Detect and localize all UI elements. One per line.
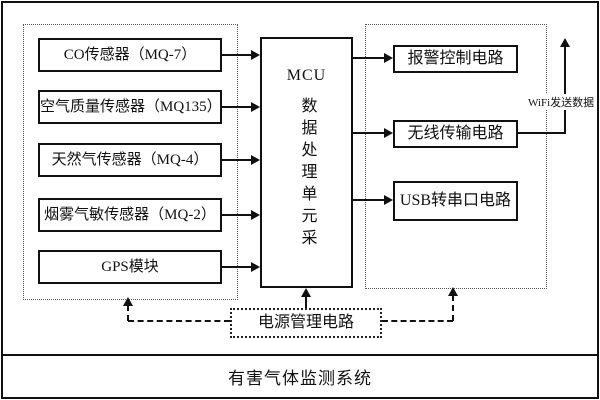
arrow-co-to-mcu — [222, 54, 252, 56]
sensor-box-air-quality-label: 空气质量传感器（MQ135） — [40, 99, 222, 115]
alarm-circuit-box: 报警控制电路 — [393, 45, 518, 73]
wifi-line-horizontal — [518, 132, 565, 134]
wifi-line-vertical — [564, 47, 566, 134]
wifi-arrowhead — [560, 38, 570, 47]
arrow-gps-to-mcu — [222, 266, 252, 268]
mcu-title: MCU — [286, 67, 327, 84]
arrow-gas-to-mcu — [222, 159, 252, 161]
power-circuit-box: 电源管理电路 — [230, 308, 382, 338]
power-line-mid-up — [305, 296, 307, 308]
arrow-air-to-mcu — [222, 106, 252, 108]
arrow-mcu-to-wireless — [353, 132, 384, 134]
sensor-box-co: CO传感器（MQ-7） — [38, 38, 222, 72]
sensor-box-co-label: CO传感器（MQ-7） — [63, 47, 197, 63]
system-title: 有害气体监测系统 — [228, 369, 372, 388]
mcu-box: MCU 数据处理单元采 — [260, 37, 353, 288]
usb-serial-circuit-box: USB转串口电路 — [393, 181, 518, 221]
sensor-box-smoke-label: 烟雾气敏传感器（MQ-2） — [44, 207, 216, 223]
power-line-right-up — [452, 295, 454, 321]
arrow-mcu-to-alarm — [353, 57, 384, 59]
arrow-smoke-to-mcu — [222, 214, 252, 216]
arrowhead-smoke-to-mcu — [251, 210, 260, 220]
wifi-label: WiFi发送数据 — [527, 94, 596, 110]
sensor-box-air-quality: 空气质量传感器（MQ135） — [38, 90, 222, 124]
wireless-circuit-label: 无线传输电路 — [407, 125, 504, 142]
power-arrowhead-left — [123, 297, 133, 306]
gps-module-label: GPS模块 — [101, 259, 159, 275]
alarm-circuit-label: 报警控制电路 — [407, 50, 504, 67]
arrowhead-co-to-mcu — [251, 50, 260, 60]
power-circuit-label: 电源管理电路 — [257, 314, 354, 331]
power-arrowhead-right — [448, 287, 458, 296]
arrowhead-mcu-to-wireless — [384, 128, 393, 138]
sensor-box-smoke: 烟雾气敏传感器（MQ-2） — [38, 198, 222, 232]
wireless-circuit-box: 无线传输电路 — [393, 120, 518, 148]
title-divider — [2, 354, 598, 356]
power-line-right — [382, 320, 453, 322]
arrowhead-mcu-to-usb — [384, 195, 393, 205]
arrowhead-gas-to-mcu — [251, 155, 260, 165]
arrowhead-gps-to-mcu — [251, 262, 260, 272]
mcu-vertical-text: 数据处理单元采 — [298, 97, 316, 251]
gps-module-box: GPS模块 — [38, 250, 222, 284]
power-line-left-up — [127, 305, 129, 321]
arrowhead-mcu-to-alarm — [384, 53, 393, 63]
sensor-box-natural-gas-label: 天然气传感器（MQ-4） — [51, 152, 209, 168]
power-line-left — [128, 320, 230, 322]
arrow-mcu-to-usb — [353, 199, 384, 201]
usb-serial-circuit-label: USB转串口电路 — [399, 192, 512, 209]
sensor-box-natural-gas: 天然气传感器（MQ-4） — [38, 143, 222, 177]
power-arrowhead-mid — [301, 288, 311, 297]
arrowhead-air-to-mcu — [251, 102, 260, 112]
